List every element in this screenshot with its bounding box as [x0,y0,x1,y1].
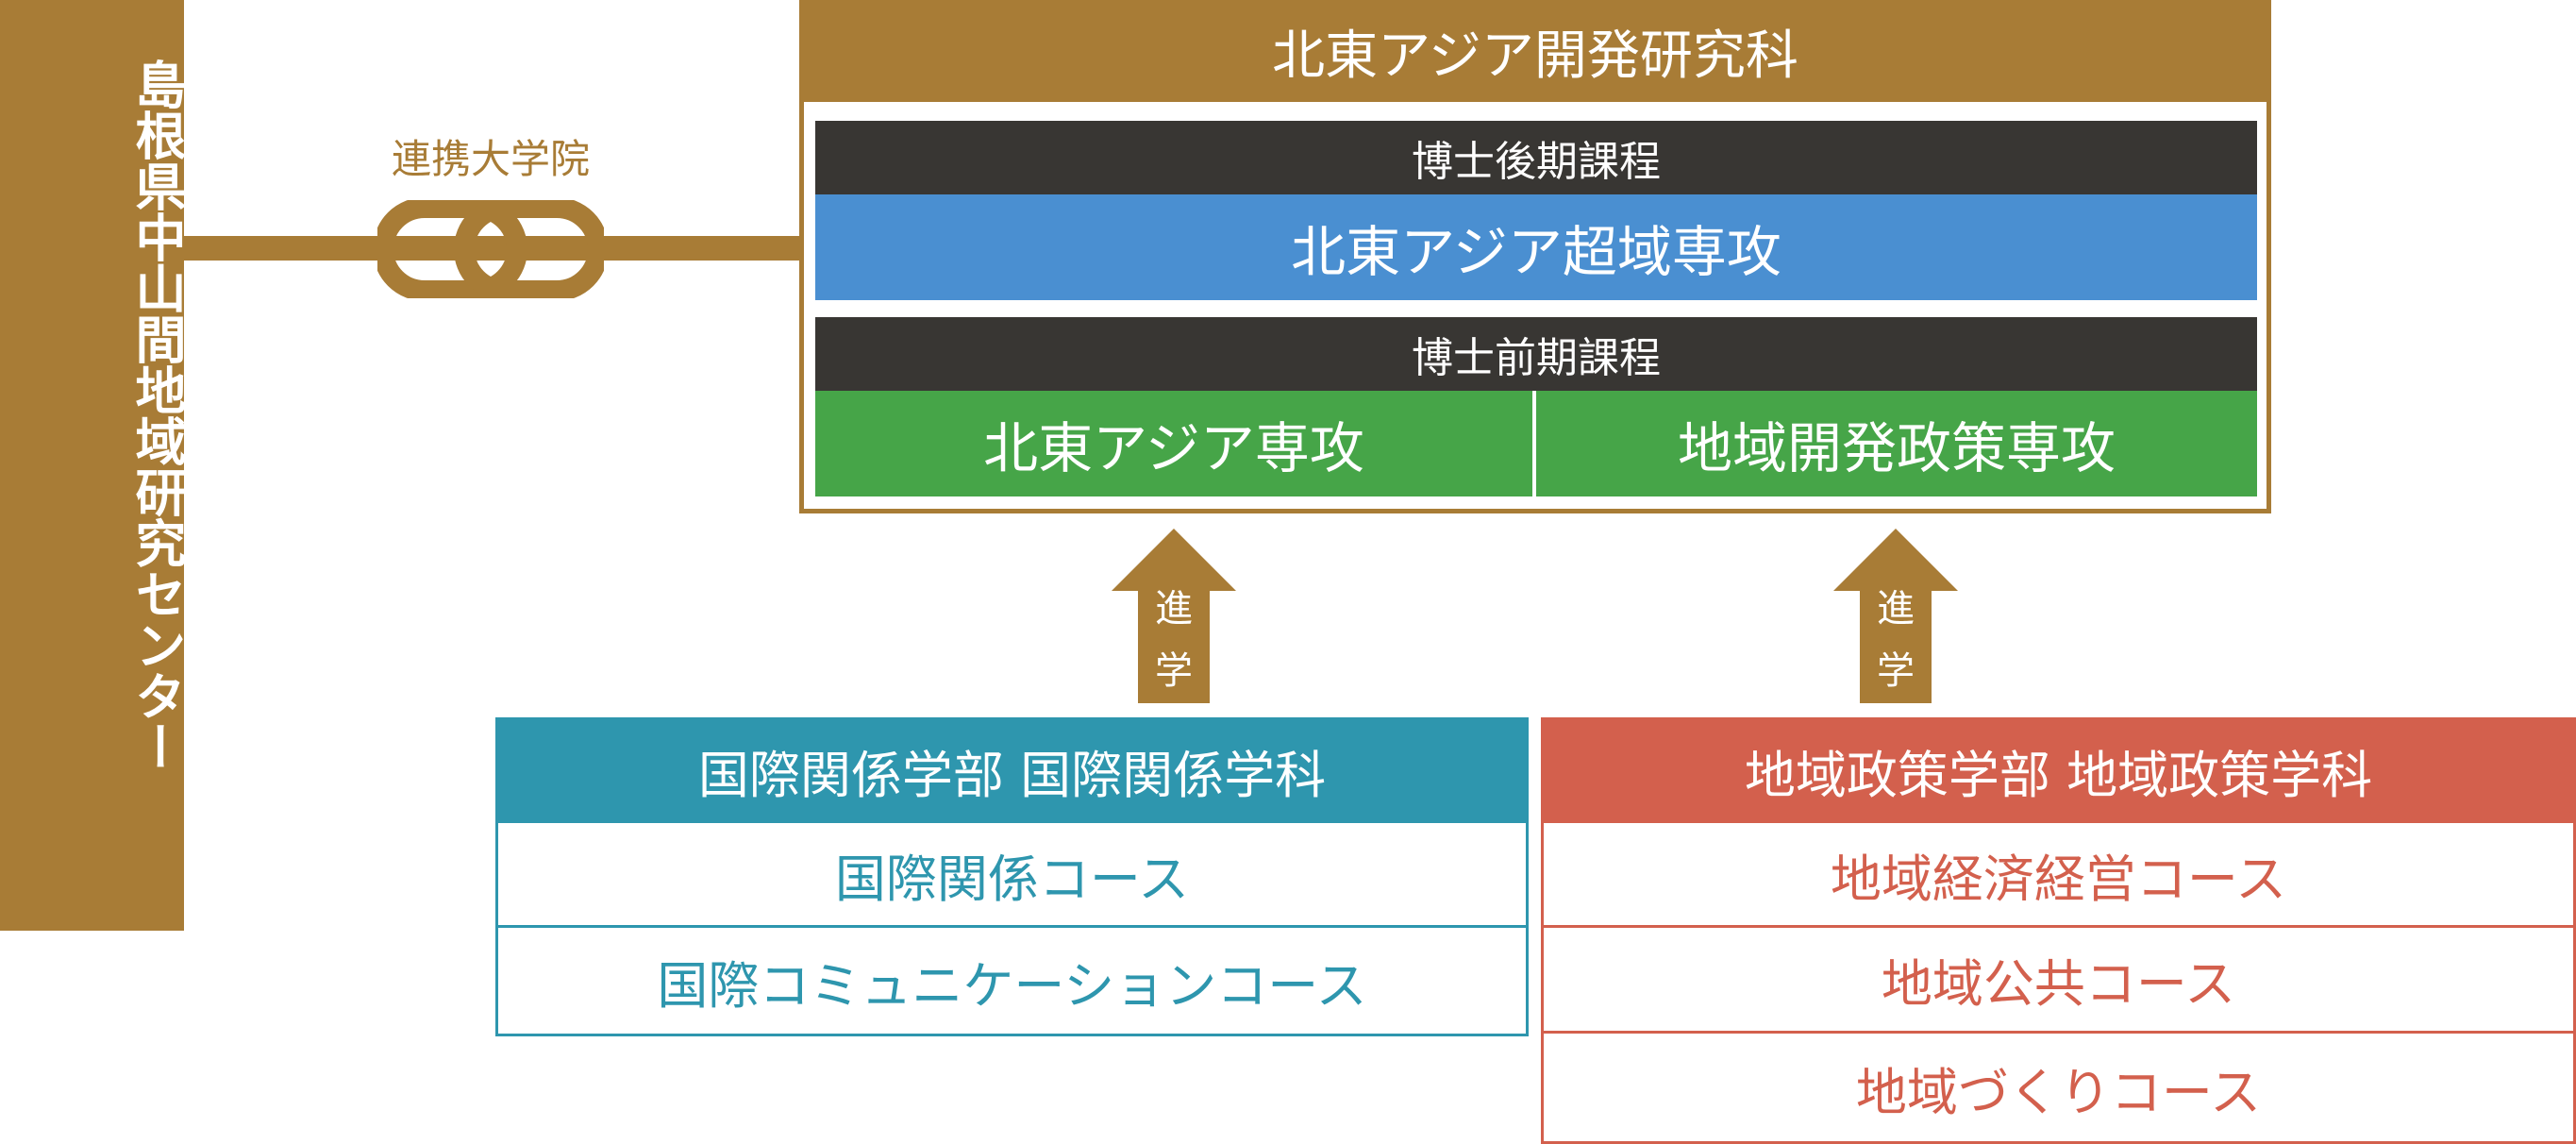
connector-label: 連携大学院 [391,135,590,182]
masters-major-northeast-asia: 北東アジア専攻 [815,391,1532,496]
research-center-name: 島根県中山間地域研究センター [126,59,186,772]
faculty-intl-relations-panel [495,823,1529,1036]
course-community-building: 地域づくりコース [1855,1062,2262,1122]
doctoral-major: 北東アジア超域専攻 [815,194,2257,300]
progression-arrow-right: 進学 [1833,529,1958,703]
up-arrow-icon [1833,529,1958,703]
faculty-intl-relations-title: 国際関係学部 国際関係学科 [495,717,1529,823]
chain-link-icon [377,200,604,298]
faculty-regional-policy-panel [1541,823,2576,1144]
progression-label-char-2: 進学 [1877,587,1915,693]
masters-major-regional-policy: 地域開発政策専攻 [1536,391,2257,496]
progression-label: 進学 [1112,578,1236,702]
progression-label: 進学 [1833,578,1958,702]
faculty-regional-policy-title: 地域政策学部 地域政策学科 [1541,717,2576,823]
course-regional-economics: 地域経済経営コース [1544,823,2573,928]
connector-line [184,236,799,261]
masters-course-label: 博士前期課程 [815,317,2257,391]
doctoral-course-label: 博士後期課程 [815,121,2257,194]
up-arrow-icon [1112,529,1236,703]
graduate-school-title: 北東アジア開発研究科 [799,0,2271,102]
course-international-communication: 国際コミュニケーションコース [657,955,1367,1016]
progression-label-char-1: 進学 [1155,587,1193,693]
research-center-bar: 島根県中山間地域研究センター [0,0,186,931]
progression-arrow-left: 進学 [1112,529,1236,703]
course-regional-public: 地域公共コース [1544,928,2573,1034]
course-international-relations: 国際関係コース [498,823,1526,928]
